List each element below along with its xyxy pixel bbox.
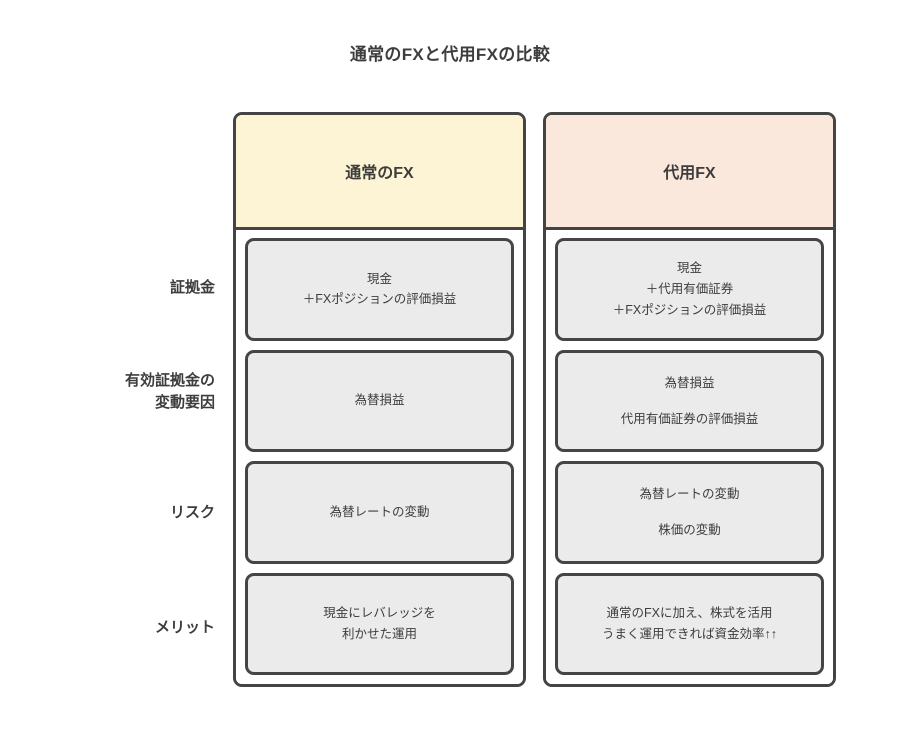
row-label-0: 証拠金: [169, 279, 215, 296]
cell-text: 為替損益 代用有価証券の評価損益: [620, 375, 759, 426]
cell-daiyo-fx-factors[interactable]: 為替損益 代用有価証券の評価損益: [555, 349, 824, 452]
cell-daiyo-fx-merit[interactable]: 通常のFXに加え、株式を活用 うまく運用できれば資金効率↑↑: [555, 572, 824, 675]
column-body-normal-fx: 現金 ＋FXポジションの評価損益 為替損益 為替レートの変動 現金にレバレッジを…: [236, 230, 523, 684]
column-panel-daiyo-fx: 代用FX 現金 ＋代用有価証券 ＋FXポジションの評価損益 為替損益 代用有価証…: [543, 112, 836, 687]
column-header-label: 通常のFX: [345, 165, 414, 182]
cell-text: 現金にレバレッジを 利かせた運用: [323, 606, 436, 641]
column-header-label: 代用FX: [663, 165, 716, 182]
row-label-1: 有効証拠金の 変動要因: [124, 372, 215, 411]
cell-text: 現金 ＋FXポジションの評価損益: [302, 271, 457, 307]
column-panel-normal-fx: 通常のFX 現金 ＋FXポジションの評価損益 為替損益 為替レートの変動 現金に…: [233, 112, 526, 687]
cell-normal-fx-factors[interactable]: 為替損益: [245, 349, 514, 452]
cell-daiyo-fx-risk[interactable]: 為替レートの変動 株価の変動: [555, 461, 824, 564]
cell-text: 為替レートの変動: [329, 504, 430, 519]
row-label-3: メリット: [154, 619, 215, 636]
cell-normal-fx-margin[interactable]: 現金 ＋FXポジションの評価損益: [245, 238, 514, 341]
cell-normal-fx-merit[interactable]: 現金にレバレッジを 利かせた運用: [245, 572, 514, 675]
cell-text: 現金 ＋代用有価証券 ＋FXポジションの評価損益: [612, 261, 767, 317]
column-header-normal-fx: 通常のFX: [236, 115, 523, 230]
cell-text: 為替レートの変動 株価の変動: [639, 487, 740, 538]
cell-daiyo-fx-margin[interactable]: 現金 ＋代用有価証券 ＋FXポジションの評価損益: [555, 238, 824, 341]
row-label-2: リスク: [169, 504, 215, 521]
page-title: 通常のFXと代用FXの比較: [349, 45, 551, 64]
cell-text: 為替損益: [354, 393, 405, 408]
column-header-daiyo-fx: 代用FX: [546, 115, 833, 230]
cell-text: 通常のFXに加え、株式を活用 うまく運用できれば資金効率↑↑: [601, 606, 777, 641]
cell-normal-fx-risk[interactable]: 為替レートの変動: [245, 461, 514, 564]
row-label-column: 証拠金 有効証拠金の 変動要因 リスク メリット: [20, 112, 215, 687]
column-body-daiyo-fx: 現金 ＋代用有価証券 ＋FXポジションの評価損益 為替損益 代用有価証券の評価損…: [546, 230, 833, 684]
